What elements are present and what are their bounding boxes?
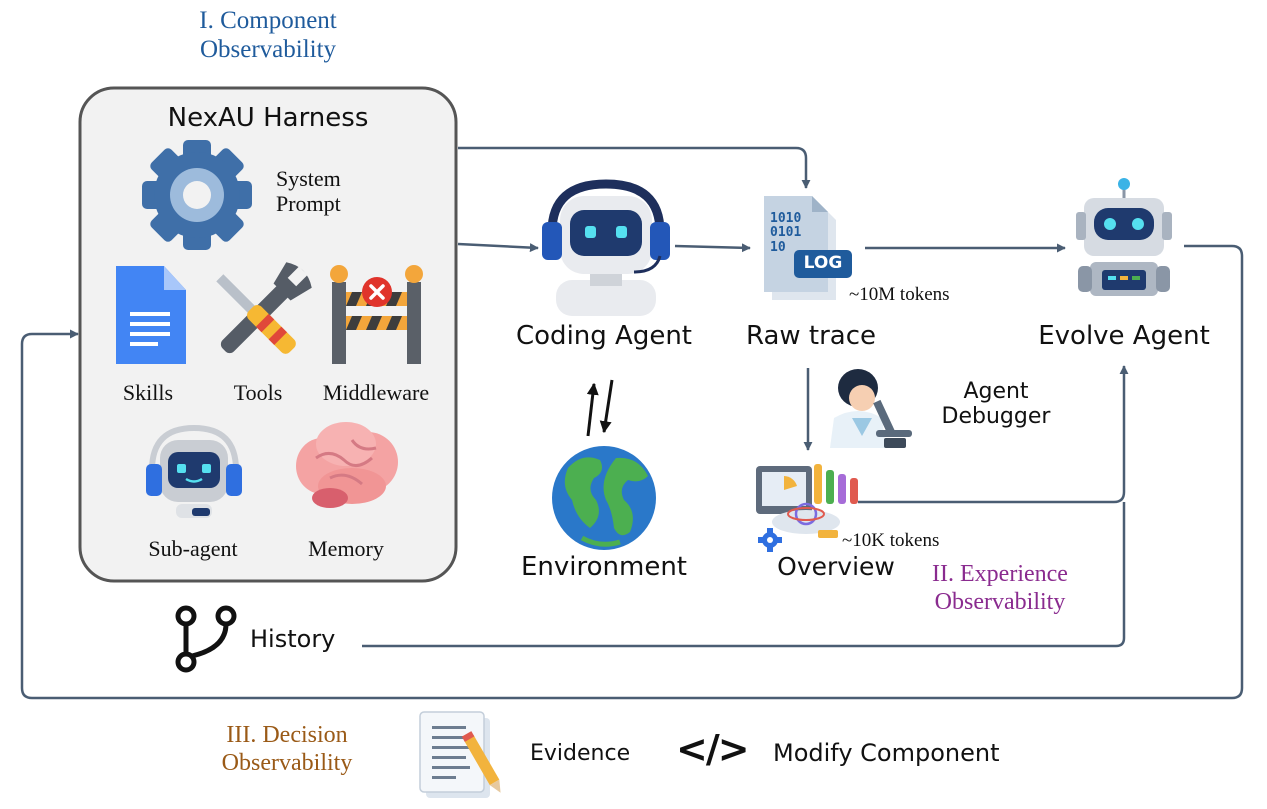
arrow-feedback-loop	[20, 244, 1244, 700]
evolve-agent-label: Evolve Agent	[1038, 321, 1210, 351]
arrow-harness-to-coding-agent	[457, 242, 539, 253]
document-icon	[116, 266, 186, 364]
arrow-history-to-evolve-agent	[362, 502, 1126, 648]
git-branch-icon	[175, 605, 237, 673]
evolve-agent-robot-icon	[1076, 178, 1172, 296]
experience-observability-label: II. Experience Observability	[932, 561, 1068, 615]
arrow-overview-to-evolve-agent	[858, 365, 1129, 504]
gear-icon	[142, 140, 252, 250]
memory-label: Memory	[308, 536, 384, 561]
arrow-harness-to-raw-trace	[458, 146, 811, 189]
harness-title: NexAU Harness	[167, 103, 369, 133]
skills-label: Skills	[122, 380, 174, 405]
log-bits: 1010 0101 10	[770, 211, 802, 255]
code-icon: </>	[676, 727, 750, 771]
component-observability-label: I. Component Observability	[199, 7, 337, 63]
environment-label: Environment	[520, 552, 688, 582]
system-prompt-label: System Prompt	[276, 166, 341, 217]
arrow-up	[586, 382, 599, 437]
history-label: History	[250, 625, 336, 653]
overview-tokens: ~10K tokens	[842, 530, 940, 551]
sub-agent-label: Sub-agent	[148, 536, 238, 561]
raw-trace-tokens: ~10M tokens	[849, 284, 950, 305]
coding-agent-label: Coding Agent	[516, 321, 692, 351]
coding-agent-robot-icon	[542, 179, 670, 316]
decision-observability-label: III. Decision Observability	[221, 722, 353, 776]
globe-icon	[552, 446, 656, 550]
modify-component-label: Modify Component	[773, 739, 1000, 767]
dashboard-icon	[756, 464, 858, 552]
evidence-label: Evidence	[530, 741, 631, 766]
raw-trace-label: Raw trace	[745, 321, 877, 351]
log-file-icon	[764, 196, 852, 300]
barrier-icon	[330, 265, 423, 364]
sub-agent-robot-icon	[146, 424, 242, 518]
log-badge: LOG	[803, 253, 843, 273]
brain-icon	[296, 422, 398, 508]
arrow-coding-agent-to-raw-trace	[674, 243, 751, 253]
flow-arrows	[20, 146, 1244, 700]
wrench-screwdriver-icon	[216, 262, 312, 354]
bidirectional-arrow	[586, 379, 614, 437]
tools-label: Tools	[233, 380, 283, 405]
agent-debugger-label: Agent Debugger	[941, 379, 1051, 430]
evidence-document-icon	[419, 711, 501, 798]
middleware-label: Middleware	[322, 380, 430, 405]
arrow-down	[599, 379, 614, 434]
overview-label: Overview	[777, 552, 895, 581]
scientist-icon	[830, 369, 912, 448]
